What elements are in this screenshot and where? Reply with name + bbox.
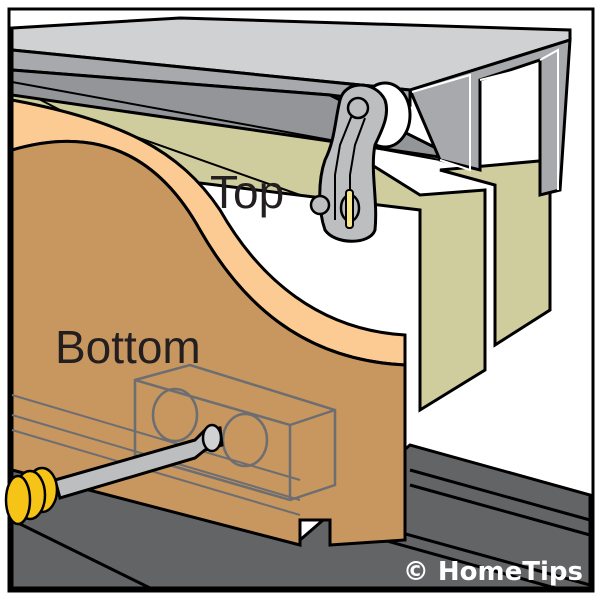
bottom-roller — [133, 363, 337, 502]
screwdriver — [4, 423, 224, 526]
top-roller-bracket — [309, 81, 412, 243]
credit-hometips: © HomeTips — [403, 557, 583, 587]
label-bottom: Bottom — [55, 321, 201, 373]
adjustment-screw — [309, 194, 331, 216]
rear-door-panel — [439, 158, 552, 348]
label-top: Top — [210, 166, 284, 218]
